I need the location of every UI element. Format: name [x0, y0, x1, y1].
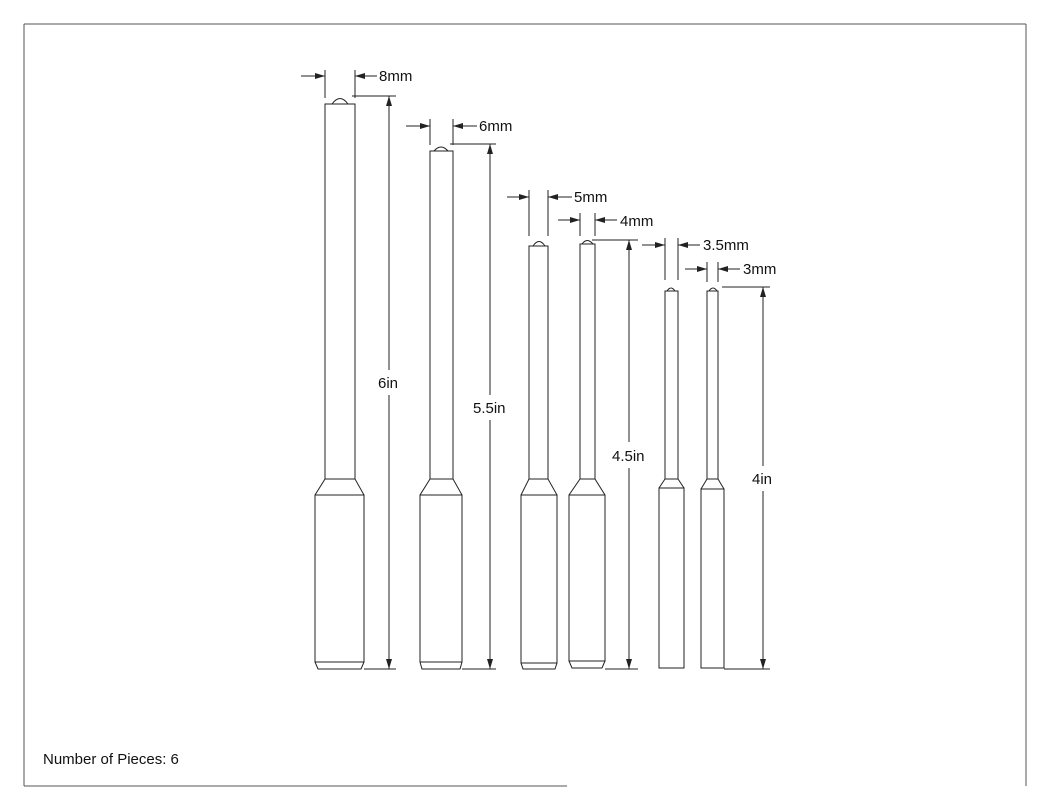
length-label-6in: 6in [378, 375, 398, 392]
dimension-4-5in [592, 239, 638, 670]
dimension-3mm [685, 262, 740, 282]
length-label-4-5in: 4.5in [612, 448, 645, 465]
dimension-6in [352, 95, 396, 670]
dimension-5mm [507, 190, 572, 236]
dimension-5-5in [450, 143, 496, 670]
pin-punch-4mm [568, 240, 606, 669]
dimension-6mm [406, 119, 477, 145]
pin-punch-6mm [419, 146, 463, 670]
pin-punch-3mm [700, 287, 725, 669]
pin-punch-5mm [520, 241, 558, 670]
diameter-label-8mm: 8mm [379, 68, 412, 85]
diameter-label-5mm: 5mm [574, 189, 607, 206]
dimension-8mm [301, 70, 377, 98]
diameter-label-4mm: 4mm [620, 213, 653, 230]
dimension-3-5mm [642, 238, 700, 280]
sheet-border [23, 23, 1027, 787]
length-label-4in: 4in [752, 471, 772, 488]
dimension-4mm [558, 213, 617, 236]
diameter-label-3mm: 3mm [743, 261, 776, 278]
pin-punch-3-5mm [658, 287, 685, 669]
diameter-label-6mm: 6mm [479, 118, 512, 135]
diameter-label-3-5mm: 3.5mm [703, 237, 749, 254]
dimension-4in [722, 286, 770, 670]
length-label-5-5in: 5.5in [473, 400, 506, 417]
pin-punch-8mm [314, 98, 365, 670]
pieces-count-label: Number of Pieces: 6 [43, 751, 179, 768]
